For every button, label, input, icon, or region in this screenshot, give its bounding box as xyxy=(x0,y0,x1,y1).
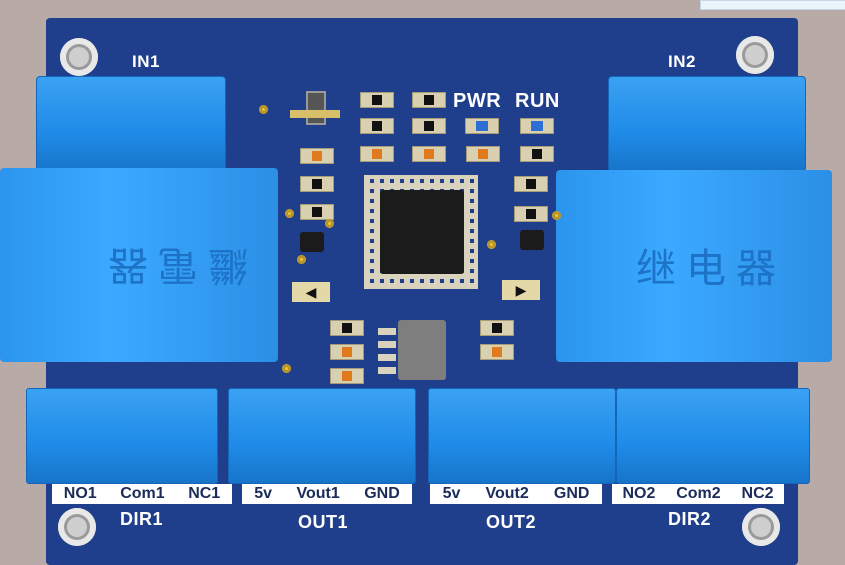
out1-pin-5v: 5v xyxy=(254,485,273,502)
in2-terminal xyxy=(608,76,806,172)
dir2-led-icon: ▶ xyxy=(515,281,527,298)
out2-terminal xyxy=(428,388,616,484)
transistor-left xyxy=(300,232,324,252)
dir1-led: ◀ xyxy=(292,282,330,302)
smd-part xyxy=(330,344,364,360)
smd-part xyxy=(514,176,548,192)
dir1-pin-labels: NO1 Com1 NC1 xyxy=(52,484,232,504)
regulator-pins xyxy=(378,324,396,374)
smd-part xyxy=(520,146,554,162)
relay-right: 继电器 xyxy=(556,170,832,362)
dir1-led-icon: ◀ xyxy=(305,283,317,300)
dir2-label: DIR2 xyxy=(668,509,712,529)
regulator-chip xyxy=(398,320,446,380)
via xyxy=(297,255,306,264)
smd-part xyxy=(412,146,446,162)
mounting-hole-top-left xyxy=(60,38,98,76)
smd-part xyxy=(360,118,394,134)
via xyxy=(552,211,561,220)
smd-part xyxy=(514,206,548,222)
out1-pin-vout: Vout1 xyxy=(296,485,340,502)
via xyxy=(259,105,268,114)
dir2-pin-labels: NO2 Com2 NC2 xyxy=(612,484,784,504)
run-label: RUN xyxy=(515,90,560,112)
dir2-pin-no: NO2 xyxy=(622,485,656,502)
dir2-pin-com: Com2 xyxy=(676,485,721,502)
smd-part xyxy=(300,148,334,164)
relay-left: 繼電器 xyxy=(0,168,278,362)
mounting-hole-bottom-right xyxy=(742,508,780,546)
out1-terminal xyxy=(228,388,416,484)
pcb-board: IN1 IN2 繼電器 继电器 PWR RUN ◀ ▶ xyxy=(0,18,832,565)
in1-terminal xyxy=(36,76,226,172)
background-patch xyxy=(700,0,845,10)
smd-part xyxy=(412,118,446,134)
dir1-label: DIR1 xyxy=(120,509,164,529)
dir1-pin-no: NO1 xyxy=(63,485,97,502)
smd-part xyxy=(330,320,364,336)
via xyxy=(487,240,496,249)
out1-label: OUT1 xyxy=(298,512,349,532)
dir1-pin-nc: NC1 xyxy=(188,485,221,502)
switch-pad xyxy=(290,110,340,118)
out2-pin-gnd: GND xyxy=(553,485,590,502)
mounting-hole-top-right xyxy=(736,36,774,74)
pwr-led xyxy=(465,118,499,134)
smd-part xyxy=(360,92,394,108)
mcu-chip xyxy=(380,190,464,274)
out2-pin-vout: Vout2 xyxy=(485,485,529,502)
via xyxy=(285,209,294,218)
pwr-label: PWR xyxy=(453,90,502,112)
dir1-pin-com: Com1 xyxy=(120,485,165,502)
out2-pin-labels: 5v Vout2 GND xyxy=(430,484,602,504)
smd-part xyxy=(330,368,364,384)
smd-part xyxy=(466,146,500,162)
relay-left-text: 繼電器 xyxy=(98,242,248,288)
smd-part xyxy=(412,92,446,108)
smd-part xyxy=(300,176,334,192)
out1-pin-gnd: GND xyxy=(364,485,400,502)
out2-label: OUT2 xyxy=(486,512,537,532)
transistor-right xyxy=(520,230,544,250)
dir2-led: ▶ xyxy=(502,280,540,300)
in1-label: IN1 xyxy=(132,52,160,71)
mounting-hole-bottom-left xyxy=(58,508,96,546)
slide-switch xyxy=(306,91,326,125)
out2-pin-5v: 5v xyxy=(442,485,461,502)
dir2-pin-nc: NC2 xyxy=(741,485,774,502)
dir2-terminal xyxy=(616,388,810,484)
dir1-terminal xyxy=(26,388,218,484)
in2-label: IN2 xyxy=(668,52,696,71)
out1-pin-labels: 5v Vout1 GND xyxy=(242,484,412,504)
via xyxy=(325,219,334,228)
via xyxy=(282,364,291,373)
relay-right-text: 继电器 xyxy=(636,246,786,292)
run-led xyxy=(520,118,554,134)
smd-part xyxy=(480,320,514,336)
smd-part xyxy=(360,146,394,162)
smd-part xyxy=(300,204,334,220)
smd-part xyxy=(480,344,514,360)
